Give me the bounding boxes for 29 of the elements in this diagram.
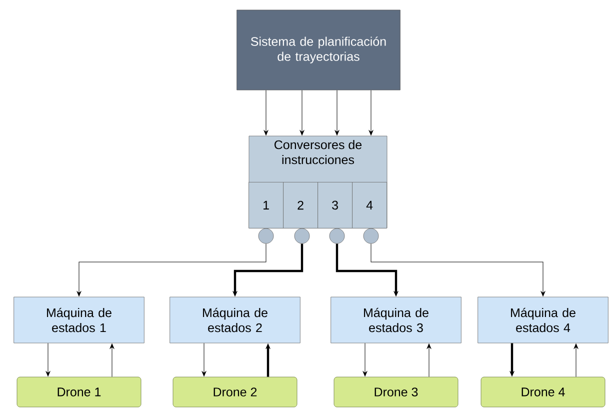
- state-machine-box: Máquina de estados 3: [330, 296, 462, 344]
- converter-cell: 2: [283, 182, 318, 228]
- converter-cell: 4: [352, 182, 387, 228]
- arrow: [264, 90, 268, 136]
- arrow: [110, 344, 114, 378]
- port-circle: [294, 228, 310, 244]
- process-box: Sistema de planificación de trayectorias: [236, 10, 400, 90]
- arrow: [202, 342, 206, 376]
- arrow: [574, 344, 578, 378]
- drone-box: Drone 2: [172, 376, 298, 408]
- state-machine-box: Máquina de estados 2: [170, 296, 300, 344]
- arrow: [426, 344, 432, 378]
- port-circle: [363, 228, 379, 244]
- arrow: [46, 342, 50, 376]
- drone-box: Drone 1: [16, 376, 142, 408]
- arrow: [76, 243, 266, 296]
- state-machine-box: Máquina de estados 1: [14, 296, 144, 344]
- drone-box: Drone 4: [480, 376, 606, 408]
- arrow: [368, 90, 374, 136]
- converter-cell: 1: [248, 182, 284, 228]
- arrow: [334, 90, 340, 136]
- arrow: [370, 243, 546, 296]
- arrow: [300, 90, 304, 136]
- port-circle: [329, 228, 345, 244]
- state-machine-box: Máquina de estados 4: [478, 296, 608, 344]
- arrow: [362, 342, 368, 376]
- converter-cell: 3: [318, 182, 352, 228]
- port-circle: [258, 228, 274, 244]
- drone-box: Drone 3: [334, 376, 458, 408]
